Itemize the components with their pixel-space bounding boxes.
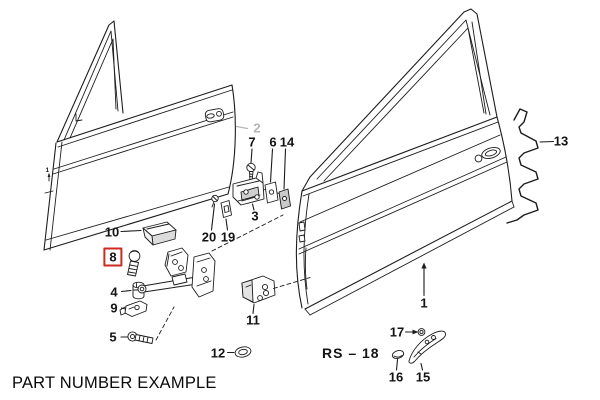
harness-13-art (506, 108, 539, 224)
part-label-15: 15 (415, 369, 431, 385)
leader-lines (120, 125, 555, 371)
part-label-16: 16 (388, 369, 404, 385)
part-label-10: 10 (104, 224, 120, 240)
part-label-9: 9 (110, 300, 118, 316)
part-label-2: 2 (253, 120, 261, 136)
part-label-4: 4 (110, 284, 118, 300)
left-door-art: 1 (43, 20, 236, 251)
door-check-strap-art (137, 247, 216, 298)
part-label-11: 11 (246, 312, 260, 328)
plate-14-art (278, 188, 291, 210)
part-label-17: 17 (389, 324, 405, 340)
part-label-19: 19 (220, 229, 236, 245)
part-label-7: 7 (248, 134, 256, 150)
right-door-handle-art (474, 147, 501, 163)
bracket-9-art (119, 300, 148, 317)
plate-19-art (220, 200, 232, 218)
part-label-20: 20 (201, 229, 217, 245)
bolt-5-art (127, 331, 154, 344)
part-label-5: 5 (109, 329, 117, 345)
lock-11-art (241, 275, 276, 304)
part-label-12: 12 (210, 345, 226, 361)
grommet-12-art (234, 346, 252, 358)
wedge-10-art (142, 221, 177, 246)
bracket-15-art (408, 330, 447, 364)
nut-17-art (417, 328, 426, 336)
door-edge-mark: 1 (46, 167, 50, 174)
part-label-8-highlighted: 8 (103, 247, 123, 267)
page-caption: PART NUMBER EXAMPLE (12, 374, 217, 392)
screw-20-art (211, 194, 219, 208)
part-label-13: 13 (553, 133, 569, 149)
plate-6-art (264, 181, 279, 204)
left-door-handle-art (204, 108, 225, 123)
part-label-1: 1 (420, 295, 428, 311)
bolt-8-art (127, 250, 141, 277)
part-label-3: 3 (251, 208, 259, 224)
right-door-art (295, 8, 515, 316)
part-label-6: 6 (269, 134, 277, 150)
drawing-reference: RS – 18 (322, 345, 380, 361)
part-label-14: 14 (279, 134, 295, 150)
screw-7-art (246, 162, 256, 182)
hinge-3-art (232, 171, 288, 206)
cap-16-art (391, 350, 405, 359)
